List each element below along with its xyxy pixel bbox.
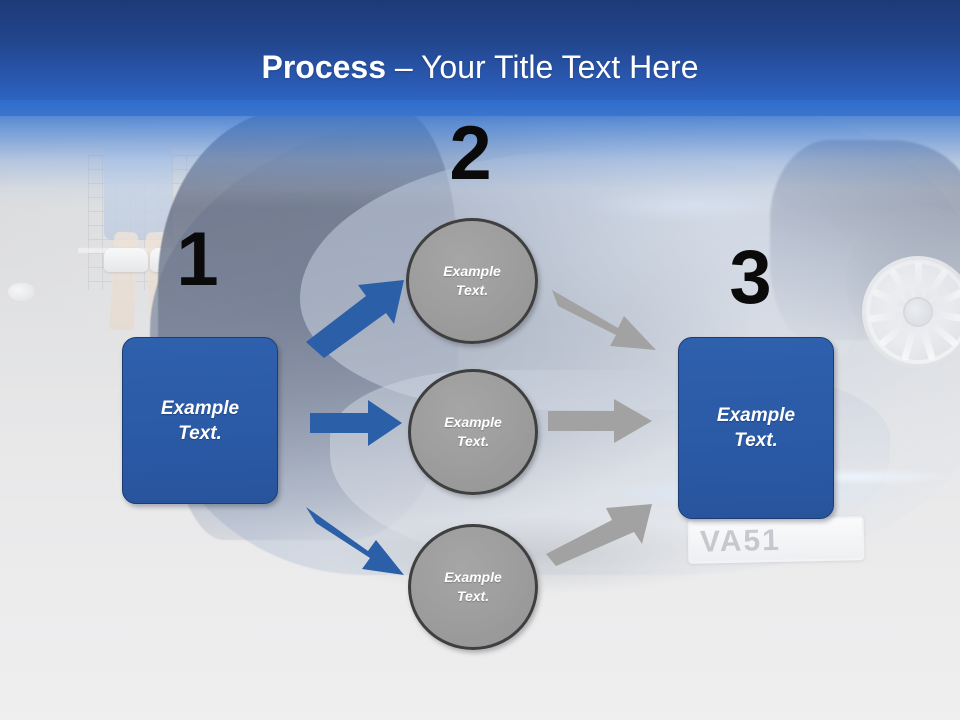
- end-box[interactable]: Example Text.: [678, 337, 834, 519]
- end-box-line2: Text.: [734, 430, 778, 451]
- start-box[interactable]: Example Text.: [122, 337, 278, 504]
- gray-arrow-up-right-icon: [546, 504, 652, 566]
- wheel-spoke: [914, 262, 922, 312]
- process-circle-3-line2: Text.: [456, 588, 490, 604]
- start-box-line1: Example: [160, 397, 240, 419]
- blue-arrow-up-right-icon: [306, 280, 404, 358]
- ground-debris: [8, 283, 34, 301]
- shoe-left: [104, 248, 148, 272]
- alloy-wheel-icon: [862, 256, 960, 368]
- process-circle-1-line1: Example: [443, 263, 501, 279]
- page-title-bold: Process: [261, 49, 387, 85]
- end-box-label: Example Text.: [717, 403, 795, 453]
- start-box-line2: Text.: [178, 422, 222, 444]
- page-title-rest: – Your Title Text Here: [386, 49, 699, 85]
- process-circle-1-label: Example Text.: [443, 262, 501, 300]
- step-number-2: 2: [449, 111, 491, 196]
- blue-arrow-right-icon: [310, 400, 402, 446]
- gray-arrow-right-icon: [548, 399, 652, 443]
- process-circle-3[interactable]: Example Text.: [408, 524, 538, 650]
- process-circle-2-line1: Example: [444, 414, 502, 430]
- process-circle-2-line2: Text.: [456, 433, 490, 449]
- gray-arrow-down-right-icon: [552, 288, 656, 350]
- process-circle-3-line1: Example: [444, 569, 502, 585]
- start-box-label: Example Text.: [161, 396, 239, 446]
- step-number-1: 1: [176, 217, 218, 302]
- step-number-3: 3: [729, 235, 771, 320]
- blue-arrow-down-right-icon: [306, 503, 404, 575]
- wheel-rim: [866, 260, 960, 364]
- page-title: Process – Your Title Text Here: [0, 50, 960, 84]
- header-banner: [0, 0, 960, 116]
- process-circle-2-label: Example Text.: [444, 413, 502, 451]
- process-circle-1-line2: Text.: [455, 282, 489, 298]
- process-circle-1[interactable]: Example Text.: [406, 218, 538, 344]
- process-circle-2[interactable]: Example Text.: [408, 369, 538, 495]
- process-circle-3-label: Example Text.: [444, 568, 502, 606]
- end-box-line1: Example: [716, 405, 796, 426]
